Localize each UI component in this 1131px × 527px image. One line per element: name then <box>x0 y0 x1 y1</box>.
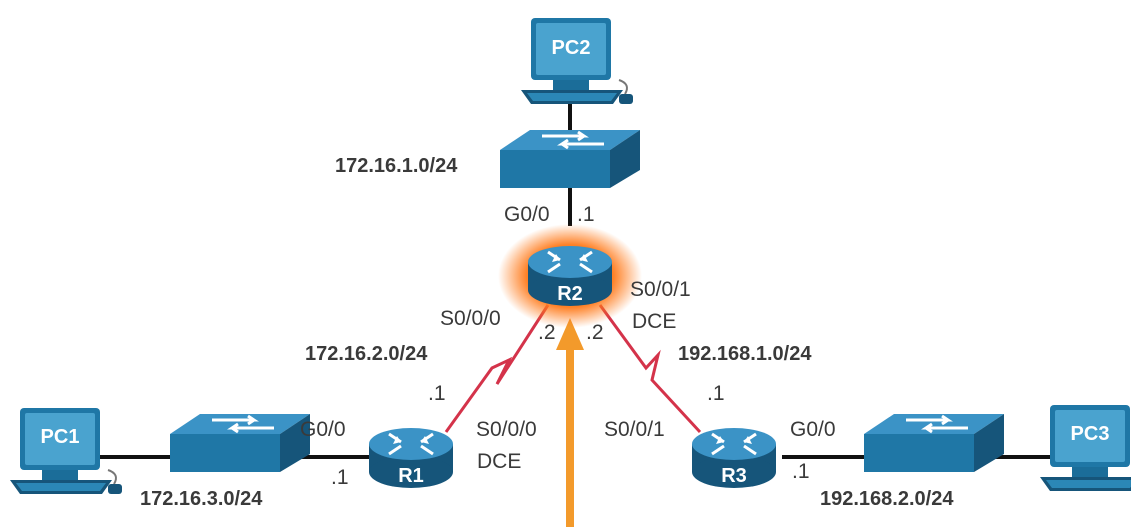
network-label-lan-r1: 172.16.3.0/24 <box>140 488 263 510</box>
r3-g00-label: G0/0 <box>790 418 836 441</box>
r2-g00-label: G0/0 <box>504 203 550 226</box>
r2-g00-host: .1 <box>577 203 595 226</box>
switch-lan-r1[interactable] <box>168 412 312 474</box>
r3-g00-host: .1 <box>792 460 810 483</box>
pc2[interactable]: PC2 <box>520 17 634 105</box>
pc3-label: PC3 <box>1071 423 1110 445</box>
switch-lan-r3[interactable] <box>862 412 1006 474</box>
r2-s001-label: S0/0/1 <box>630 278 691 301</box>
r1[interactable]: R1 <box>367 426 455 490</box>
r1-s000-dce: DCE <box>477 450 521 473</box>
r2-s000-label: S0/0/0 <box>440 307 501 330</box>
pc3[interactable]: PC3 <box>1039 404 1131 492</box>
network-label-serial-r2-r3: 192.168.1.0/24 <box>678 343 812 365</box>
pc1[interactable]: PC1 <box>9 407 123 495</box>
switch-lan-r2[interactable] <box>498 128 642 190</box>
highlight-arrow <box>556 318 584 527</box>
pc2-label: PC2 <box>552 37 591 59</box>
r2-s000-host: .2 <box>538 321 556 344</box>
r3-label: R3 <box>721 465 747 487</box>
r1-g00-host: .1 <box>331 466 349 489</box>
r2-s001-host: .2 <box>586 321 604 344</box>
r2-s001-dce: DCE <box>632 310 676 333</box>
r2-label: R2 <box>557 283 583 305</box>
network-label-lan-r2: 172.16.1.0/24 <box>335 155 458 177</box>
pc1-label: PC1 <box>41 426 80 448</box>
network-label-lan-r3: 192.168.2.0/24 <box>820 488 954 510</box>
r3-serial-host: .1 <box>707 382 725 405</box>
r1-s000-label: S0/0/0 <box>476 418 537 441</box>
r1-serial-host: .1 <box>428 382 446 405</box>
r1-g00-label: G0/0 <box>300 418 346 441</box>
r2[interactable]: R2 <box>498 224 642 328</box>
serial-link-r1-r2 <box>444 304 550 433</box>
r3-s001-label: S0/0/1 <box>604 418 665 441</box>
r3[interactable]: R3 <box>690 426 778 490</box>
serial-link-r2-r3 <box>598 304 702 434</box>
network-label-serial-r1-r2: 172.16.2.0/24 <box>305 343 428 365</box>
r1-label: R1 <box>398 465 424 487</box>
